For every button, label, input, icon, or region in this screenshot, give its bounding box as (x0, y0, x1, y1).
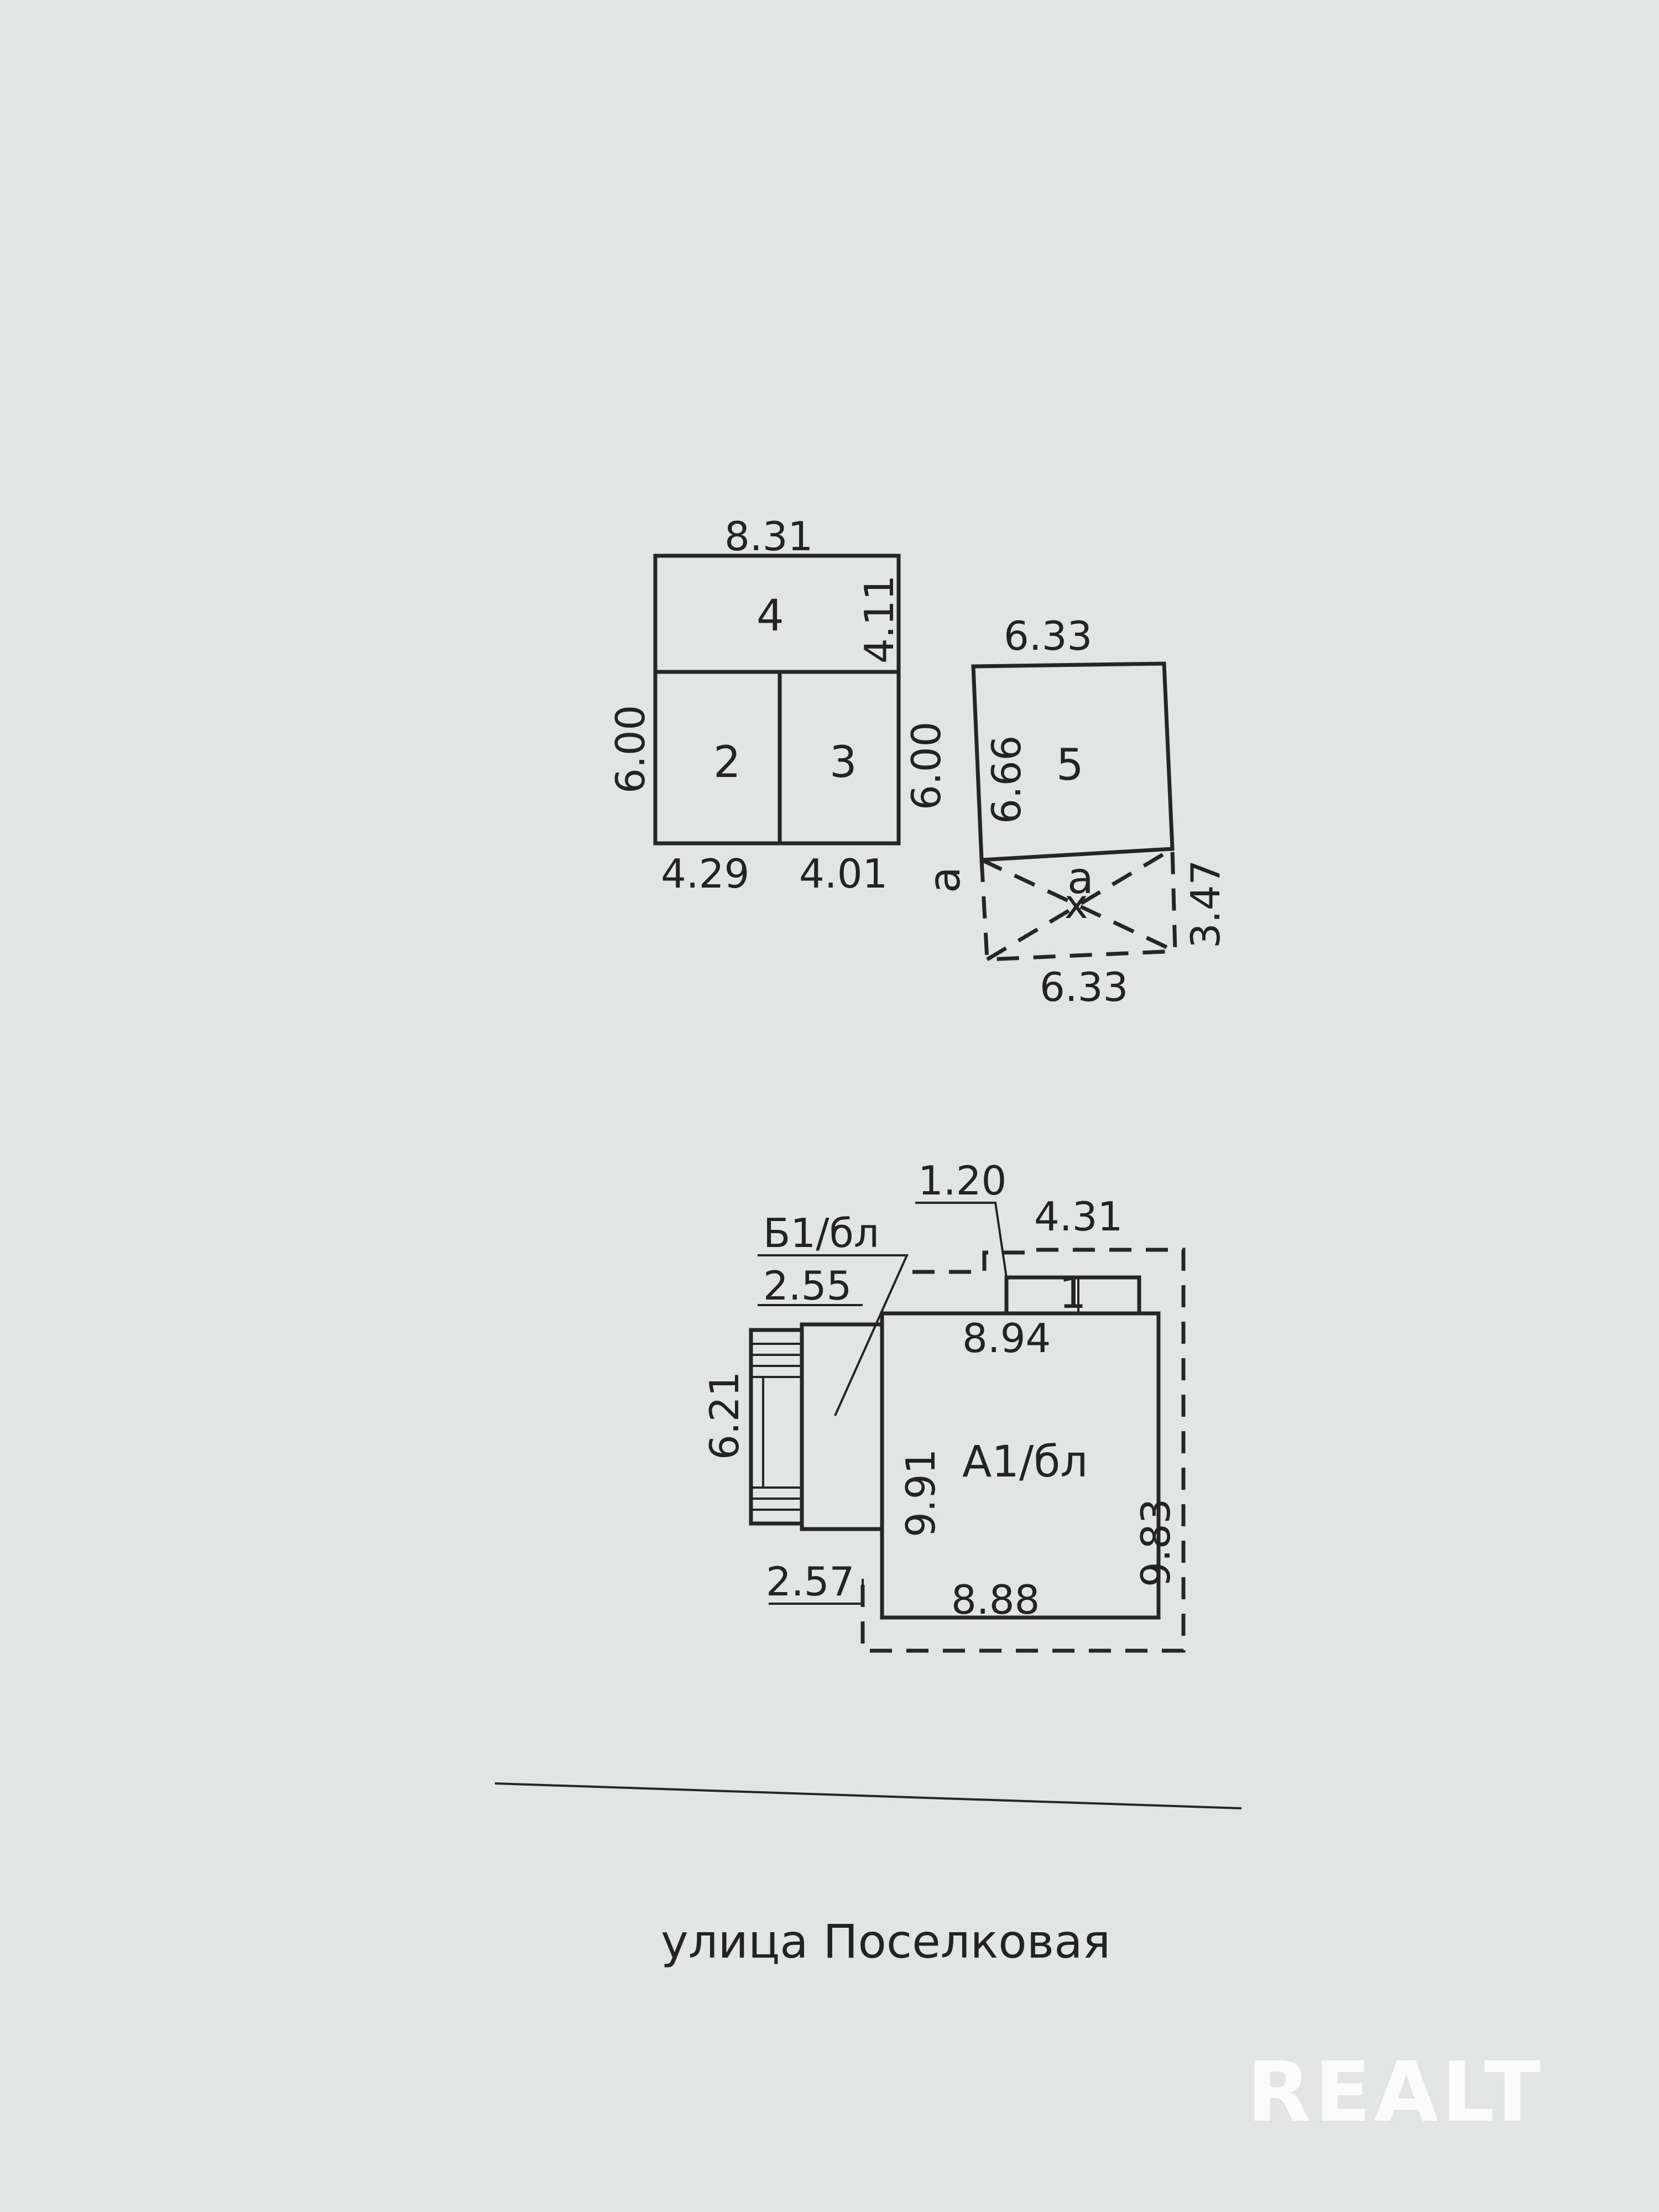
annex-height: 6.21 (701, 1371, 748, 1460)
covered-area-side-label: а (920, 867, 970, 893)
room-4-depth: 4.11 (856, 575, 902, 664)
leader-1-20 (915, 1202, 1008, 1278)
house-top-width: 8.94 (962, 1315, 1051, 1361)
annex-width: 2.55 (763, 1262, 852, 1309)
outbuilding-2-top-width: 6.33 (1004, 613, 1092, 659)
footprint-dashed-outline (860, 1248, 1186, 1653)
outbuilding-2-right-height: 3.47 (1182, 860, 1229, 948)
covered-area-outline (979, 848, 1177, 962)
outbuilding-1-bottom-right: 4.01 (799, 851, 888, 897)
annex-bottom-width: 2.57 (766, 1558, 854, 1605)
house-left-height: 9.91 (898, 1449, 944, 1537)
stairs-outline (749, 1328, 804, 1526)
room-4-label: 4 (757, 591, 784, 641)
outbuilding-2: 6.33 5 6.66 а х а 3.47 6.33 (920, 613, 1229, 1010)
outbuilding-2-bottom-width: 6.33 (1040, 964, 1128, 1010)
porch-1-label: 1 (1059, 1269, 1087, 1318)
leader-b1 (758, 1254, 909, 1416)
leader-2-57 (769, 1579, 864, 1605)
annex-b1-outline (800, 1322, 884, 1531)
room-5-outline (971, 661, 1175, 862)
outbuilding-1: 8.31 4 4.11 2 3 6.00 6.00 4.29 4.01 (607, 513, 950, 897)
room-2-label: 2 (713, 738, 741, 787)
outbuilding-2-left-height: 6.66 (983, 735, 1030, 824)
room-3-label: 3 (830, 738, 857, 787)
annex-b1-label: Б1/бл (763, 1210, 879, 1256)
house-a1-label: А1/бл (962, 1437, 1088, 1487)
street-line (494, 1782, 1242, 1809)
house-right-height: 9.83 (1133, 1499, 1179, 1587)
leader-top-dimension: 1.20 (918, 1157, 1006, 1204)
outbuilding-1-right-height: 6.00 (903, 722, 950, 810)
street-name: улица Поселковая (661, 1914, 1110, 1969)
outbuilding-1-top-width: 8.31 (724, 513, 813, 560)
realt-watermark-logo: REALT (1247, 2044, 1544, 2141)
outbuilding-1-bottom-left: 4.29 (661, 851, 749, 897)
porch-1-outline (1004, 1275, 1141, 1313)
covered-area-label: а (1067, 854, 1094, 904)
main-house: 1.20 4.31 Б1/бл 2.55 1 8.94 6.21 9.91 А1… (701, 1157, 1186, 1653)
covered-area-marker: х (1065, 881, 1088, 927)
outbuilding-1-left-height: 6.00 (607, 705, 654, 794)
outbuilding-1-outline (653, 554, 901, 846)
room-5-label: 5 (1056, 740, 1084, 790)
top-right-width: 4.31 (1034, 1193, 1123, 1240)
house-bottom-width: 8.88 (951, 1577, 1040, 1623)
